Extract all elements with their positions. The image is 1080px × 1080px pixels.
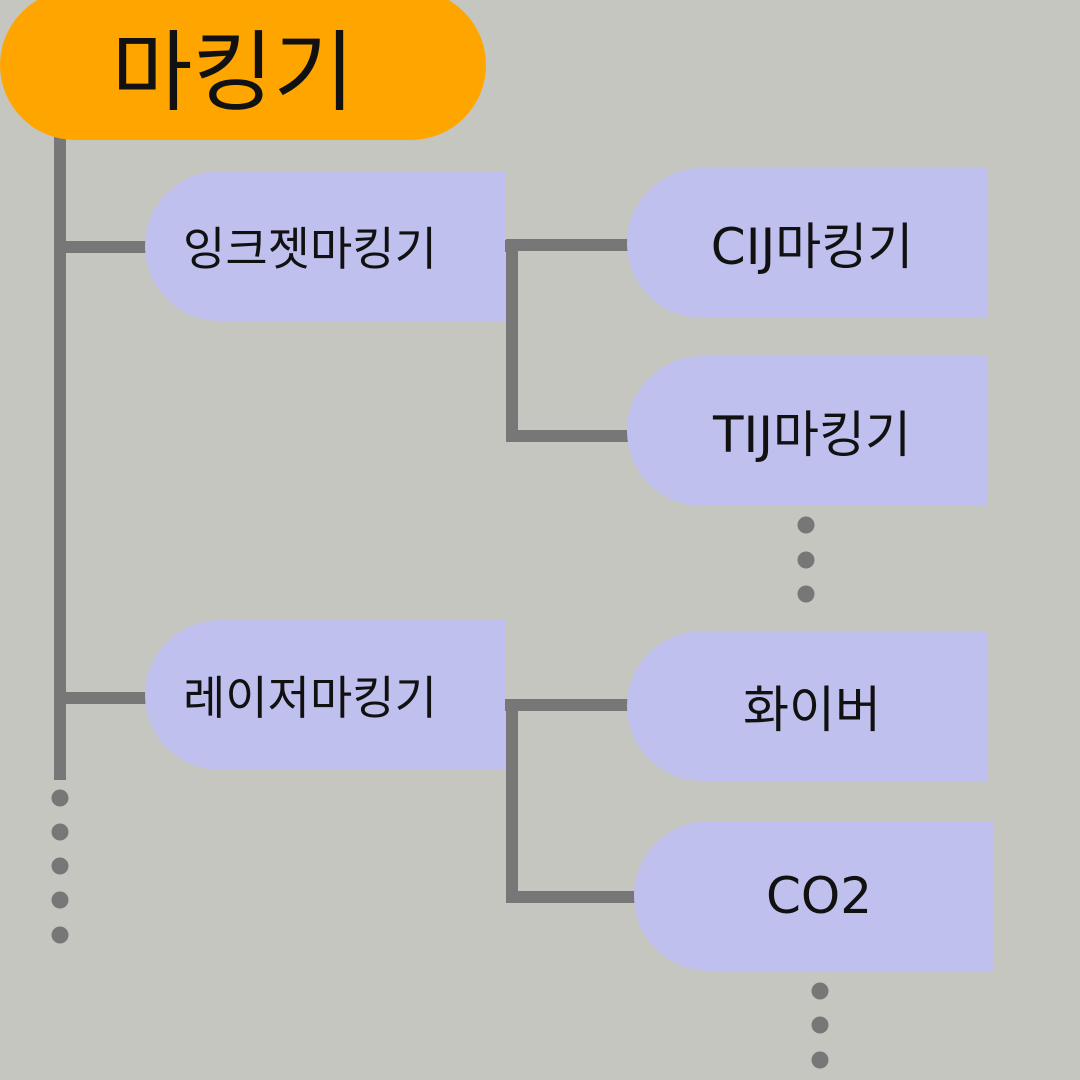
category-node-laser: 레이저마킹기 <box>145 620 505 770</box>
ellipsis-dot <box>811 1051 829 1069</box>
leaf-node-fiber: 화이버 <box>627 631 987 781</box>
branch-line-cij <box>500 239 632 252</box>
root-node: 마킹기 <box>0 0 486 140</box>
branch-line-co2 <box>506 699 640 903</box>
ellipsis-dot <box>51 857 69 875</box>
branch-line-tij <box>506 240 632 442</box>
category-label: 잉크젯마킹기 <box>183 222 437 276</box>
leaf-node-cij: CIJ마킹기 <box>627 168 987 318</box>
leaf-node-tij: TIJ마킹기 <box>627 356 987 506</box>
ellipsis-dot <box>51 926 69 944</box>
ellipsis-dot <box>797 551 815 569</box>
ellipsis-dot <box>51 823 69 841</box>
ellipsis-dot <box>811 982 829 1000</box>
leaf-node-co2: CO2 <box>634 821 994 971</box>
ellipsis-dot <box>797 516 815 534</box>
leaf-label: TIJ마킹기 <box>712 406 912 464</box>
ellipsis-dot <box>811 1016 829 1034</box>
ellipsis-dot <box>51 891 69 909</box>
ellipsis-dot <box>51 789 69 807</box>
root-label: 마킹기 <box>111 20 355 124</box>
category-label: 레이저마킹기 <box>183 671 437 725</box>
leaf-label: CO2 <box>765 867 873 925</box>
category-node-inkjet: 잉크젯마킹기 <box>145 171 505 321</box>
ellipsis-dot <box>797 585 815 603</box>
leaf-label: CIJ마킹기 <box>710 218 914 276</box>
leaf-label: 화이버 <box>743 681 881 739</box>
